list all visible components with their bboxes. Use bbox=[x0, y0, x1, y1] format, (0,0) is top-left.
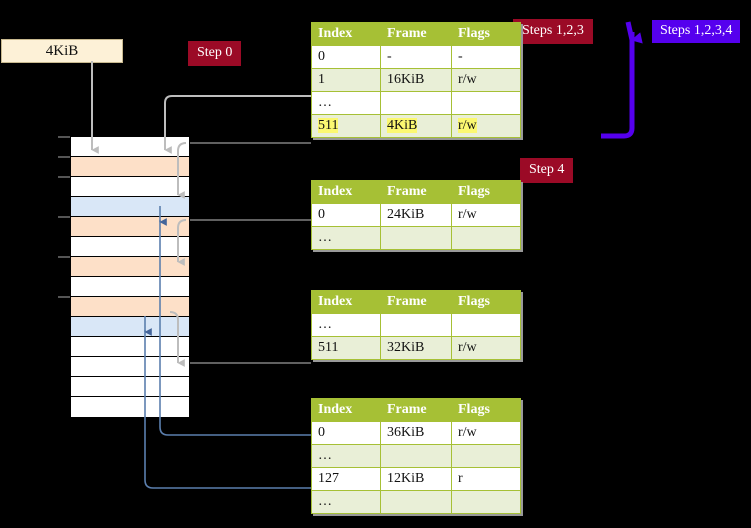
cell-flags: r/w bbox=[451, 114, 521, 138]
cell-index: 127 bbox=[311, 467, 381, 491]
cell-frame bbox=[380, 313, 452, 337]
column-header-frame: Frame bbox=[380, 398, 452, 422]
memory-frame-row bbox=[71, 277, 189, 297]
cell-flags: r bbox=[451, 467, 521, 491]
column-header-index: Index bbox=[311, 180, 381, 204]
memory-frame-row bbox=[71, 297, 189, 317]
cell-flags: r/w bbox=[451, 421, 521, 445]
steps-1234-badge: Steps 1,2,3,4 bbox=[652, 20, 741, 43]
cell-frame: 36KiB bbox=[380, 421, 452, 445]
physical-memory-column bbox=[70, 136, 190, 417]
memory-frame-row bbox=[71, 337, 189, 357]
memory-frame-row bbox=[71, 237, 189, 257]
cell-frame: 32KiB bbox=[380, 336, 452, 360]
cell-flags bbox=[451, 444, 521, 468]
cell-flags: r/w bbox=[451, 336, 521, 360]
cell-index: … bbox=[311, 444, 381, 468]
cell-frame bbox=[380, 91, 452, 115]
step-0-badge: Step 0 bbox=[189, 42, 241, 65]
steps-123-badge: Steps 1,2,3 bbox=[514, 20, 592, 43]
cell-index: 0 bbox=[311, 421, 381, 445]
column-header-flags: Flags bbox=[451, 290, 521, 314]
memory-frame-row bbox=[71, 197, 189, 217]
cell-frame: 12KiB bbox=[380, 467, 452, 491]
memory-tick-mark bbox=[58, 256, 70, 258]
memory-tick-mark bbox=[58, 136, 70, 138]
memory-tick-mark bbox=[58, 216, 70, 218]
memory-frame-row bbox=[71, 397, 189, 417]
column-header-index: Index bbox=[311, 398, 381, 422]
cell-index: 1 bbox=[311, 68, 381, 92]
cell-flags: r/w bbox=[451, 68, 521, 92]
memory-frame-row bbox=[71, 357, 189, 377]
column-header-flags: Flags bbox=[451, 180, 521, 204]
cell-index: 0 bbox=[311, 203, 381, 227]
cell-index: 511 bbox=[311, 336, 381, 360]
cell-flags: r/w bbox=[451, 203, 521, 227]
memory-frame-row bbox=[71, 137, 189, 157]
cell-frame bbox=[380, 444, 452, 468]
table-row: 0-- bbox=[311, 45, 521, 69]
cell-flags: - bbox=[451, 45, 521, 69]
cell-index: … bbox=[311, 490, 381, 514]
cell-frame bbox=[380, 490, 452, 514]
cell-flags bbox=[451, 313, 521, 337]
table-row: … bbox=[311, 444, 521, 468]
column-header-flags: Flags bbox=[451, 22, 521, 46]
memory-frame-row bbox=[71, 177, 189, 197]
memory-frame-row bbox=[71, 217, 189, 237]
cell-frame: 16KiB bbox=[380, 68, 452, 92]
frame-4kib-label: 4KiB bbox=[45, 42, 79, 59]
cell-frame: 4KiB bbox=[380, 114, 452, 138]
table-row: … bbox=[311, 226, 521, 250]
cell-frame: 24KiB bbox=[380, 203, 452, 227]
cell-frame bbox=[380, 226, 452, 250]
step-4-badge: Step 4 bbox=[521, 159, 573, 182]
steps-123-label: Steps 1,2,3 bbox=[522, 23, 584, 38]
column-header-frame: Frame bbox=[380, 290, 452, 314]
memory-frame-row bbox=[71, 257, 189, 277]
step-4-label: Step 4 bbox=[529, 162, 565, 177]
memory-frame-row bbox=[71, 317, 189, 337]
steps-1234-label: Steps 1,2,3,4 bbox=[660, 23, 733, 38]
table-row: … bbox=[311, 313, 521, 337]
cell-index: … bbox=[311, 313, 381, 337]
cell-flags bbox=[451, 91, 521, 115]
frame-4kib-box: 4KiB bbox=[1, 39, 123, 63]
memory-frame-row bbox=[71, 377, 189, 397]
memory-frame-row bbox=[71, 157, 189, 177]
column-header-frame: Frame bbox=[380, 22, 452, 46]
cell-index: … bbox=[311, 91, 381, 115]
column-header-flags: Flags bbox=[451, 398, 521, 422]
step-0-label: Step 0 bbox=[197, 45, 233, 60]
cell-frame: - bbox=[380, 45, 452, 69]
cell-index: 511 bbox=[311, 114, 381, 138]
table-row: … bbox=[311, 91, 521, 115]
column-header-frame: Frame bbox=[380, 180, 452, 204]
column-header-index: Index bbox=[311, 22, 381, 46]
table-row: … bbox=[311, 490, 521, 514]
memory-tick-mark bbox=[58, 296, 70, 298]
cell-index: … bbox=[311, 226, 381, 250]
memory-tick-mark bbox=[58, 156, 70, 158]
column-header-index: Index bbox=[311, 290, 381, 314]
cell-flags bbox=[451, 226, 521, 250]
cell-index: 0 bbox=[311, 45, 381, 69]
cell-flags bbox=[451, 490, 521, 514]
memory-tick-mark bbox=[58, 176, 70, 178]
